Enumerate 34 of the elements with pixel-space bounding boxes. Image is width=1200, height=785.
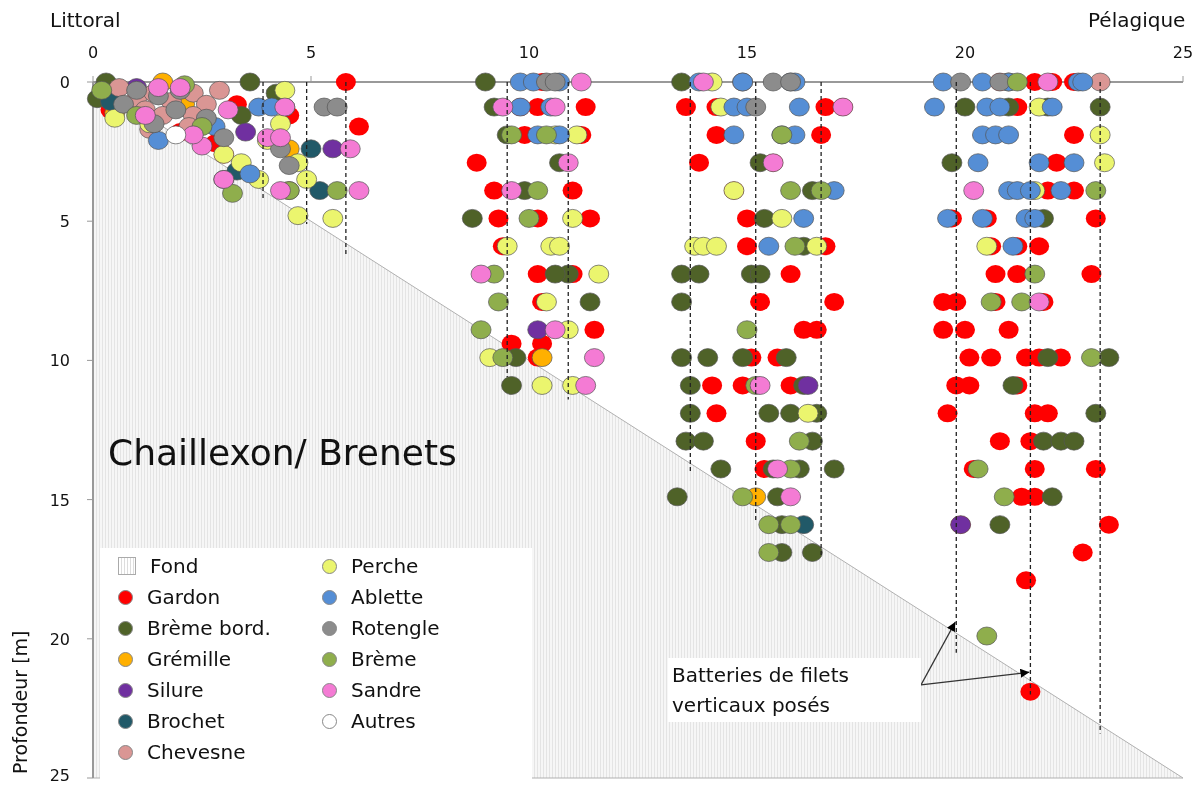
legend-label: Brème (351, 647, 417, 671)
axis-tick-label: 0 (87, 43, 99, 62)
legend-label: Chevesne (147, 740, 246, 764)
leader-arrow (920, 621, 956, 686)
legend-label: Fond (150, 554, 199, 578)
net-line (955, 81, 957, 654)
lake-name: Chaillexon/ Brenets (108, 432, 457, 473)
axis-tick-label: 10 (49, 351, 70, 371)
annotation-text: Batteries de filets verticaux posés (668, 658, 921, 722)
leader-arrow (920, 668, 1030, 686)
axis-tick-label: 25 (49, 766, 70, 785)
axis-tick-label: 20 (49, 629, 70, 649)
legend-label: Brochet (147, 709, 225, 733)
legend-label: Perche (351, 554, 419, 578)
legend-label: Ablette (351, 585, 424, 609)
zone-label: Pélagique (1088, 8, 1186, 32)
net-line (1029, 81, 1032, 696)
legend-label: Grémille (147, 647, 232, 671)
axis-tick-label: 10 (518, 43, 540, 62)
legend-label: Autres (351, 709, 416, 733)
legend-label: Brème bord. (147, 616, 271, 640)
legend-label: Rotengle (351, 616, 440, 640)
legend-label: Sandre (351, 678, 422, 702)
axis-tick-label: 0 (59, 73, 70, 92)
axis-tick-label: 25 (1172, 43, 1194, 62)
zone-label: Littoral (50, 8, 121, 32)
axis-title: Profondeur [m] (9, 630, 31, 774)
axis-tick-label: 5 (59, 212, 70, 232)
axis-tick-label: 15 (736, 43, 758, 62)
legend-label: Gardon (147, 585, 221, 609)
axis-tick-label: 15 (49, 490, 70, 510)
legend-label: Silure (147, 678, 204, 702)
axis-tick-label: 5 (305, 43, 317, 62)
axis-tick-label: 20 (954, 43, 976, 62)
